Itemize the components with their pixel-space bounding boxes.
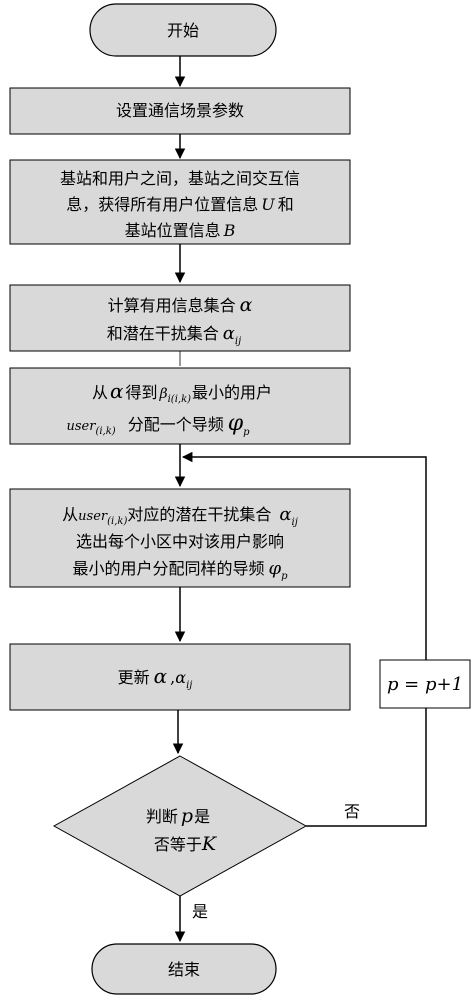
step5-line2: 选出每个小区中对该用户影响 — [76, 532, 284, 551]
end-label: 结束 — [168, 960, 200, 979]
step-set-params: 设置通信场景参数 — [9, 87, 351, 135]
increment-label: p = p+1 — [387, 674, 463, 695]
end-terminal: 结束 — [91, 943, 277, 995]
start-label: 开始 — [167, 21, 199, 40]
step1-label: 设置通信场景参数 — [116, 101, 244, 120]
loop-back-arrow — [181, 451, 427, 827]
step2-line1: 基站和用户之间，基站之间交互信 — [60, 169, 300, 188]
yes-label: 是 — [192, 902, 208, 921]
decision-line2: 否等于K — [154, 833, 218, 855]
increment-box: p = p+1 — [379, 659, 471, 709]
start-terminal: 开始 — [89, 3, 277, 57]
no-label: 否 — [344, 802, 360, 821]
